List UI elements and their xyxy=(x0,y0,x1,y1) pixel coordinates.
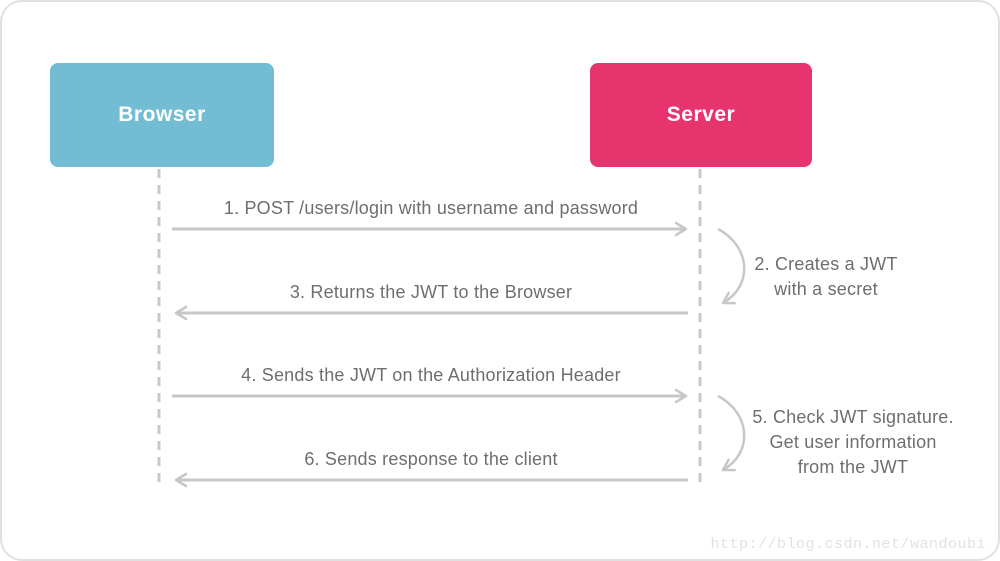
self-label-5-line1: 5. Check JWT signature. xyxy=(752,407,954,427)
self-label-5-line2: Get user information xyxy=(769,432,937,452)
server-actor-label: Server xyxy=(666,103,736,126)
self-arrow-2 xyxy=(717,227,746,305)
message-label-6: 6. Sends response to the client xyxy=(304,449,558,469)
browser-actor-label: Browser xyxy=(118,103,206,126)
self-label-2-line2: with a secret xyxy=(774,279,878,299)
server-actor-box: Server xyxy=(590,63,812,167)
message-label-1: 1. POST /users/login with username and p… xyxy=(223,198,639,218)
self-label-5-line3: from the JWT xyxy=(797,457,909,477)
watermark: http://blog.csdn.net/wandoubi xyxy=(710,536,986,553)
browser-actor-box: Browser xyxy=(50,63,274,167)
self-label-2: 2. Creates a JWT with a secret xyxy=(736,252,916,302)
self-label-5: 5. Check JWT signature. Get user informa… xyxy=(738,405,968,480)
self-arrow-5 xyxy=(717,394,746,472)
message-label-4: 4. Sends the JWT on the Authorization He… xyxy=(241,365,621,385)
self-label-2-line1: 2. Creates a JWT xyxy=(754,254,898,274)
message-label-3: 3. Returns the JWT to the Browser xyxy=(289,282,573,302)
